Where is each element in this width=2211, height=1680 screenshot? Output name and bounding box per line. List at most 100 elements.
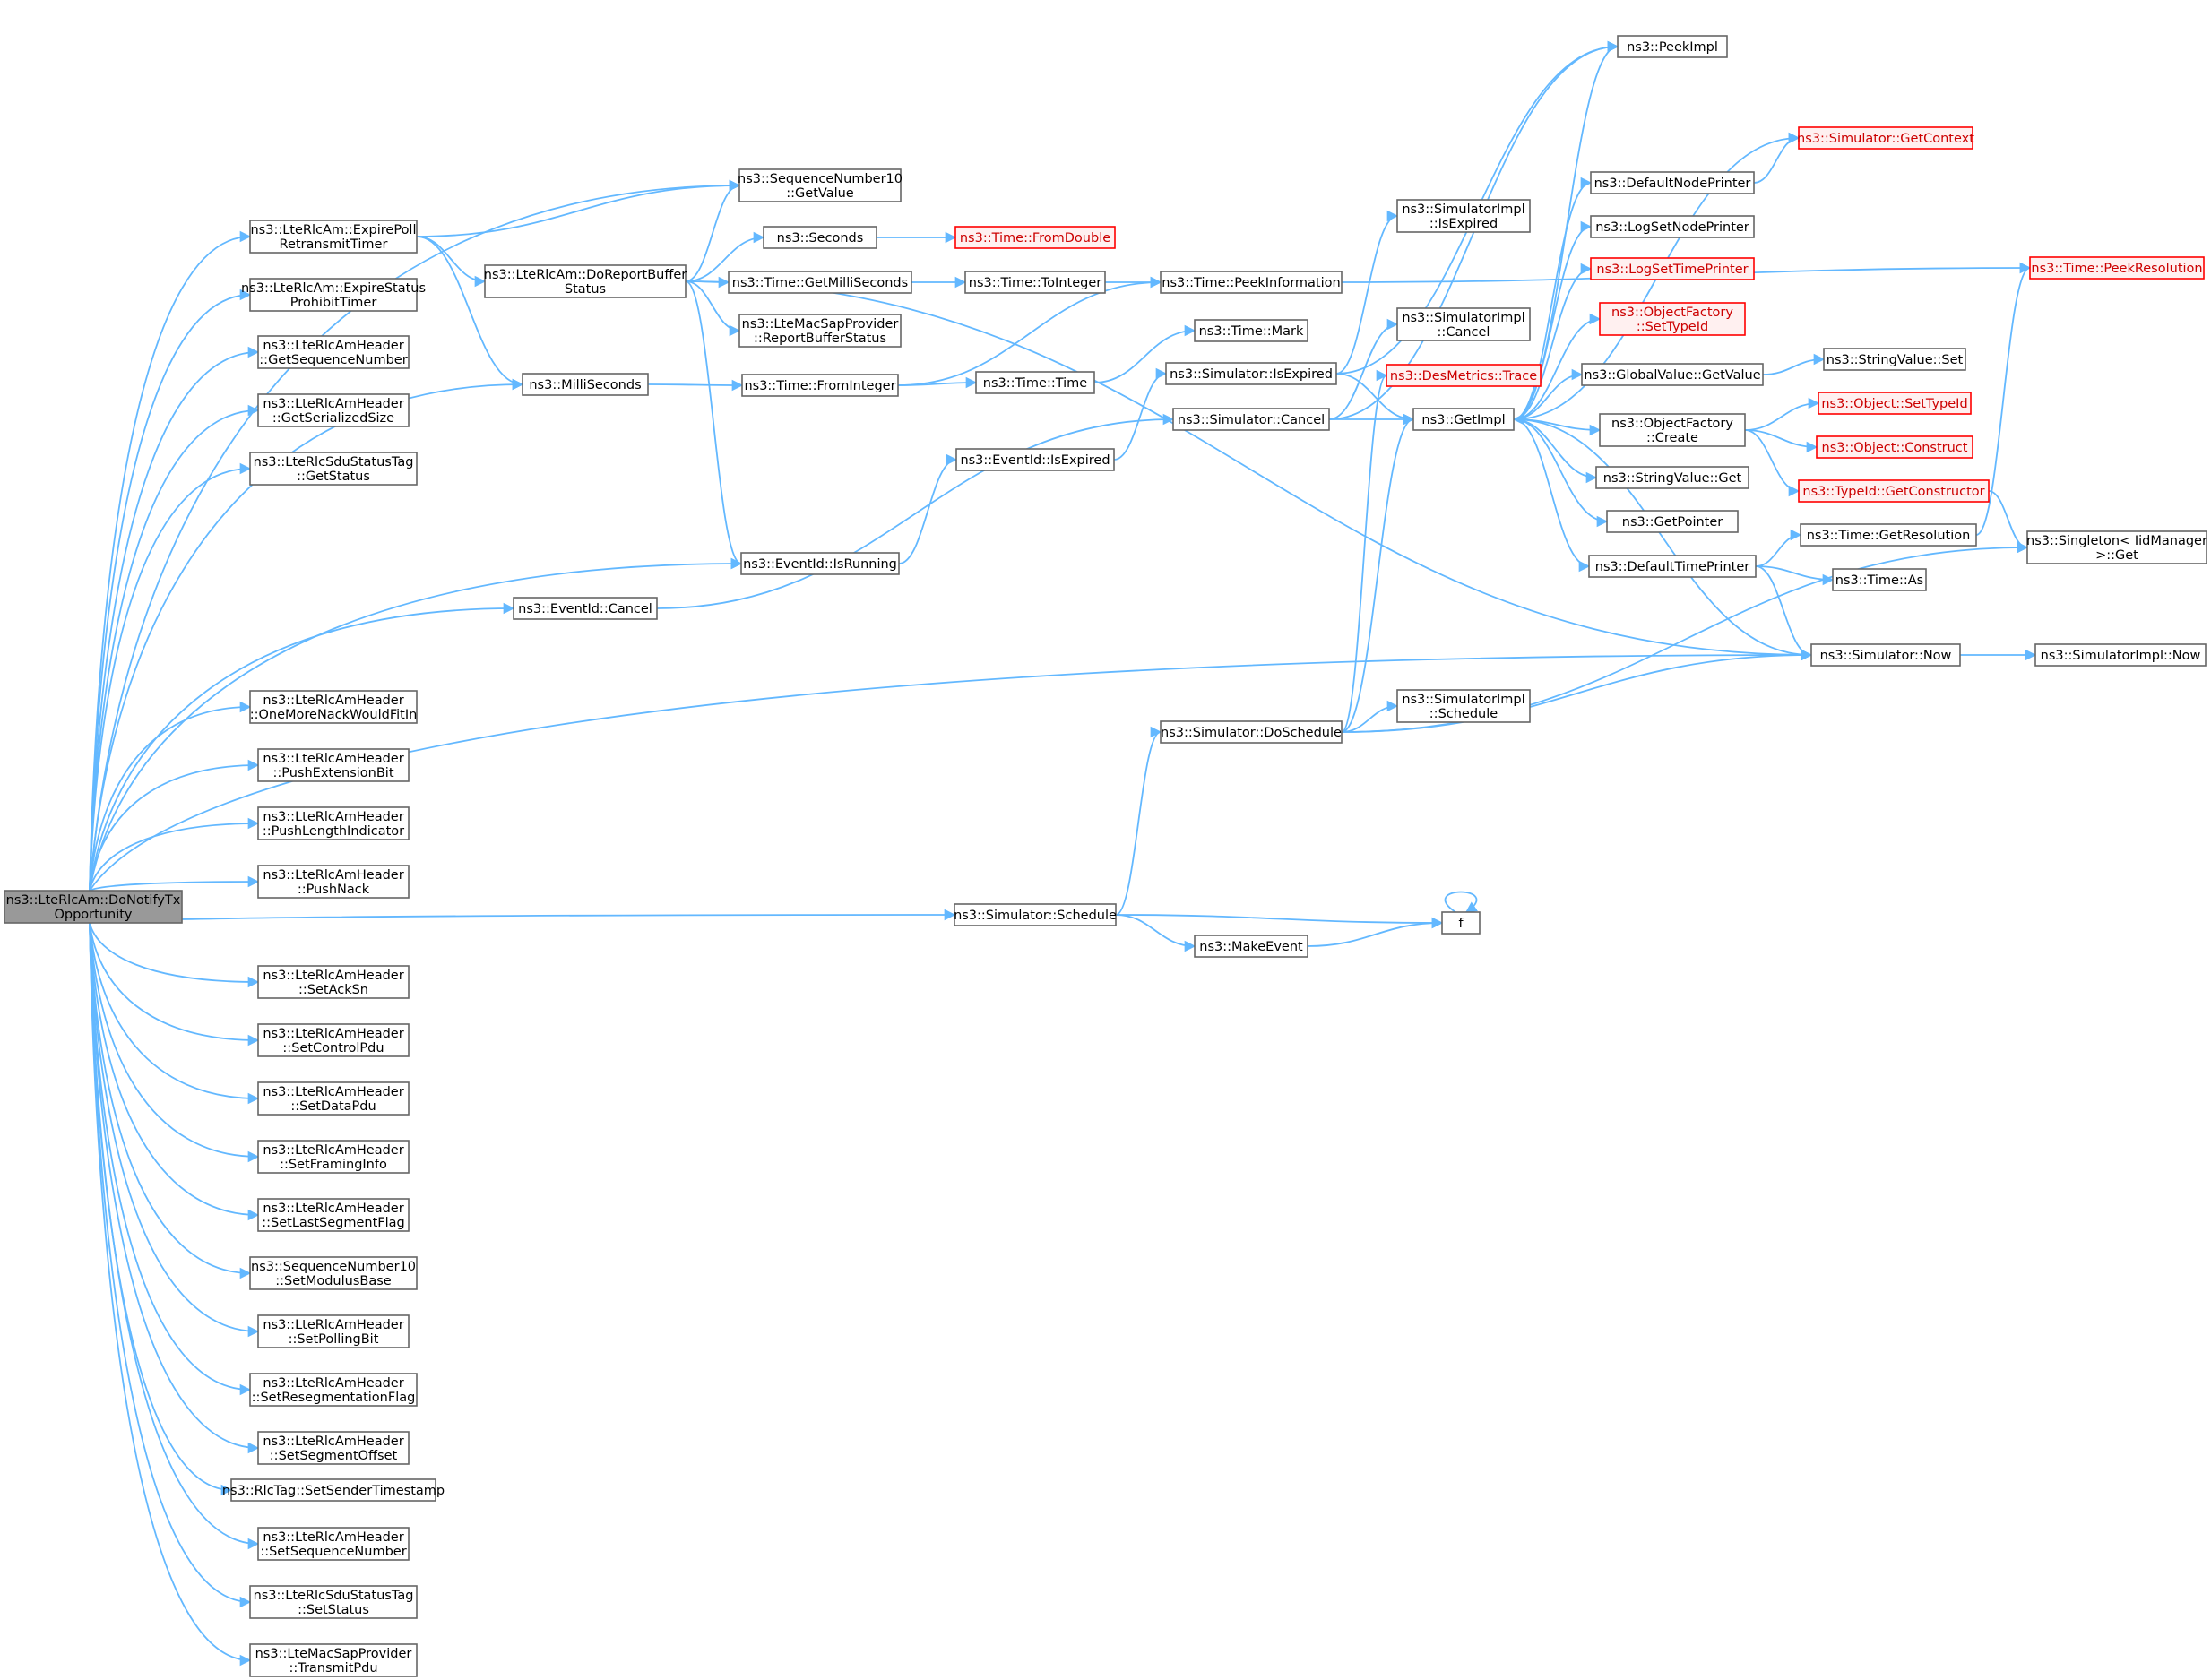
edge-get-res-to-peek-res — [1975, 262, 2032, 536]
node-event-is-expired[interactable]: ns3::EventId::IsExpired — [955, 448, 1115, 471]
node-log-set-node[interactable]: ns3::LogSetNodePrinter — [1590, 215, 1755, 238]
node-des-trace[interactable]: ns3::DesMetrics::Trace — [1386, 364, 1542, 387]
node-sim-is-expired[interactable]: ns3::Simulator::IsExpired — [1165, 362, 1337, 385]
node-event-cancel[interactable]: ns3::EventId::Cancel — [513, 597, 658, 620]
node-obj-construct[interactable]: ns3::Object::Construct — [1816, 435, 1973, 459]
node-sim-now[interactable]: ns3::Simulator::Now — [1810, 643, 1961, 667]
node-obj-set-type-id[interactable]: ns3::Object::SetTypeId — [1818, 392, 1972, 415]
node-set-framing[interactable]: ns3::LteRlcAmHeader::SetFramingInfo — [257, 1140, 410, 1174]
node-set-seg-off[interactable]: ns3::LteRlcAmHeader::SetSegmentOffset — [257, 1431, 410, 1465]
node-peek-res[interactable]: ns3::Time::PeekResolution — [2029, 256, 2205, 280]
node-impl-is-expired[interactable]: ns3::SimulatorImpl::IsExpired — [1396, 199, 1531, 233]
node-is-running[interactable]: ns3::EventId::IsRunning — [740, 552, 900, 575]
node-push-len[interactable]: ns3::LteRlcAmHeader::PushLengthIndicator — [257, 806, 410, 840]
node-sim-cancel[interactable]: ns3::Simulator::Cancel — [1172, 408, 1330, 431]
node-of-set-type-id[interactable]: ns3::ObjectFactory::SetTypeId — [1599, 302, 1746, 336]
node-label: ns3::SimulatorImpl — [1402, 202, 1524, 217]
node-one-more[interactable]: ns3::LteRlcAmHeader::OneMoreNackWouldFit… — [249, 690, 418, 724]
node-label: ::ReportBufferStatus — [754, 332, 886, 346]
edge-sim-cancel-to-impl-cancel — [1328, 318, 1399, 420]
node-seconds[interactable]: ns3::Seconds — [763, 226, 877, 249]
node-transmit-pdu[interactable]: ns3::LteMacSapProvider::TransmitPdu — [249, 1643, 418, 1677]
node-schedule[interactable]: ns3::Simulator::Schedule — [954, 903, 1117, 926]
node-get-ctor[interactable]: ns3::TypeId::GetConstructor — [1798, 479, 1990, 503]
node-box — [257, 748, 410, 782]
node-make-event[interactable]: ns3::MakeEvent — [1194, 935, 1308, 958]
node-get-ser-size[interactable]: ns3::LteRlcAmHeader::GetSerializedSize — [257, 393, 410, 427]
node-get-seq-num[interactable]: ns3::LteRlcAmHeader::GetSequenceNumber — [257, 335, 410, 369]
node-set-last-seg[interactable]: ns3::LteRlcAmHeader::SetLastSegmentFlag — [257, 1198, 410, 1232]
node-box — [2029, 256, 2205, 280]
node-log-set-time[interactable]: ns3::LogSetTimePrinter — [1590, 257, 1755, 280]
node-set-data[interactable]: ns3::LteRlcAmHeader::SetDataPdu — [257, 1081, 410, 1116]
edge-sim-is-expired-to-impl-is-expired — [1335, 210, 1399, 375]
node-layer: ns3::LteRlcAm::DoNotifyTxOpportunityns3:… — [4, 35, 2207, 1677]
node-box — [249, 220, 418, 254]
node-label: ns3::ObjectFactory — [1611, 417, 1733, 431]
node-seq-get-value[interactable]: ns3::SequenceNumber10::GetValue — [738, 168, 903, 202]
node-box — [1396, 307, 1531, 341]
node-set-ack-sn[interactable]: ns3::LteRlcAmHeader::SetAckSn — [257, 965, 410, 999]
node-get-pointer[interactable]: ns3::GetPointer — [1606, 510, 1739, 533]
node-def-node-printer[interactable]: ns3::DefaultNodePrinter — [1590, 171, 1755, 194]
node-impl-cancel[interactable]: ns3::SimulatorImpl::Cancel — [1396, 307, 1531, 341]
edge-root-to-push-len — [89, 817, 260, 892]
node-def-time-printer[interactable]: ns3::DefaultTimePrinter — [1588, 555, 1757, 578]
node-sdu-set-status[interactable]: ns3::LteRlcSduStatusTag::SetStatus — [249, 1585, 418, 1619]
node-of-create[interactable]: ns3::ObjectFactory::Create — [1599, 413, 1746, 447]
node-peek-info[interactable]: ns3::Time::PeekInformation — [1160, 271, 1343, 294]
node-set-polling[interactable]: ns3::LteRlcAmHeader::SetPollingBit — [257, 1314, 410, 1348]
node-set-sender[interactable]: ns3::RlcTag::SetSenderTimestamp — [222, 1478, 445, 1502]
node-milli[interactable]: ns3::MilliSeconds — [522, 373, 649, 396]
node-push-ext[interactable]: ns3::LteRlcAmHeader::PushExtensionBit — [257, 748, 410, 782]
node-set-seq-num[interactable]: ns3::LteRlcAmHeader::SetSequenceNumber — [257, 1527, 410, 1561]
node-get-milli[interactable]: ns3::Time::GetMilliSeconds — [728, 271, 912, 294]
node-impl-schedule[interactable]: ns3::SimulatorImpl::Schedule — [1396, 689, 1531, 723]
node-box — [257, 806, 410, 840]
node-box — [1396, 689, 1531, 723]
node-do-schedule[interactable]: ns3::Simulator::DoSchedule — [1160, 720, 1343, 744]
node-box — [249, 452, 418, 486]
node-set-ctrl[interactable]: ns3::LteRlcAmHeader::SetControlPdu — [257, 1023, 410, 1057]
node-box — [249, 690, 418, 724]
node-box — [1588, 555, 1757, 578]
node-label: ns3::Simulator::DoSchedule — [1161, 726, 1342, 740]
node-get-impl[interactable]: ns3::GetImpl — [1412, 408, 1515, 431]
node-push-nack[interactable]: ns3::LteRlcAmHeader::PushNack — [257, 865, 410, 899]
node-box — [1606, 510, 1739, 533]
node-label: ns3::Singleton< IidManager — [2026, 534, 2207, 548]
edge-expire-poll-to-do-report — [416, 236, 487, 288]
edge-sim-cancel-to-peek-impl — [1328, 40, 1619, 420]
node-from-integer[interactable]: ns3::Time::FromInteger — [741, 374, 899, 397]
node-label: ns3::LteRlcAmHeader — [263, 969, 403, 983]
node-sv-get[interactable]: ns3::StringValue::Get — [1595, 466, 1749, 489]
node-gv-get-value[interactable]: ns3::GlobalValue::GetValue — [1581, 363, 1764, 386]
node-label: ns3::MakeEvent — [1199, 940, 1303, 954]
edge-schedule-to-make-event — [1115, 914, 1196, 952]
node-time-as[interactable]: ns3::Time::As — [1832, 568, 1927, 591]
node-to-integer[interactable]: ns3::Time::ToInteger — [964, 271, 1106, 294]
node-get-res[interactable]: ns3::Time::GetResolution — [1800, 523, 1977, 547]
node-label: ns3::EventId::IsRunning — [743, 557, 897, 572]
node-sdu-get-status[interactable]: ns3::LteRlcSduStatusTag::GetStatus — [249, 452, 418, 486]
node-report-buf[interactable]: ns3::LteMacSapProvider::ReportBufferStat… — [738, 314, 902, 348]
node-sim-get-context[interactable]: ns3::Simulator::GetContext — [1797, 126, 1974, 150]
node-set-reseg[interactable]: ns3::LteRlcAmHeader::SetResegmentationFl… — [249, 1373, 418, 1407]
node-peek-impl[interactable]: ns3::PeekImpl — [1617, 35, 1728, 58]
node-label: ProhibitTimer — [290, 296, 377, 310]
node-set-modulus[interactable]: ns3::SequenceNumber10::SetModulusBase — [249, 1256, 418, 1290]
node-time-mark[interactable]: ns3::Time::Mark — [1194, 319, 1308, 342]
node-label: ::Schedule — [1429, 707, 1498, 721]
node-f[interactable]: f — [1441, 911, 1481, 935]
node-time-time[interactable]: ns3::Time::Time — [975, 371, 1095, 394]
node-sv-set[interactable]: ns3::StringValue::Set — [1823, 348, 1966, 371]
node-label: ns3::Time::Time — [983, 376, 1088, 391]
node-box — [1194, 935, 1308, 958]
node-impl-now[interactable]: ns3::SimulatorImpl::Now — [2034, 643, 2207, 667]
node-from-double[interactable]: ns3::Time::FromDouble — [954, 226, 1116, 249]
node-singleton[interactable]: ns3::Singleton< IidManager>::Get — [2026, 530, 2207, 564]
